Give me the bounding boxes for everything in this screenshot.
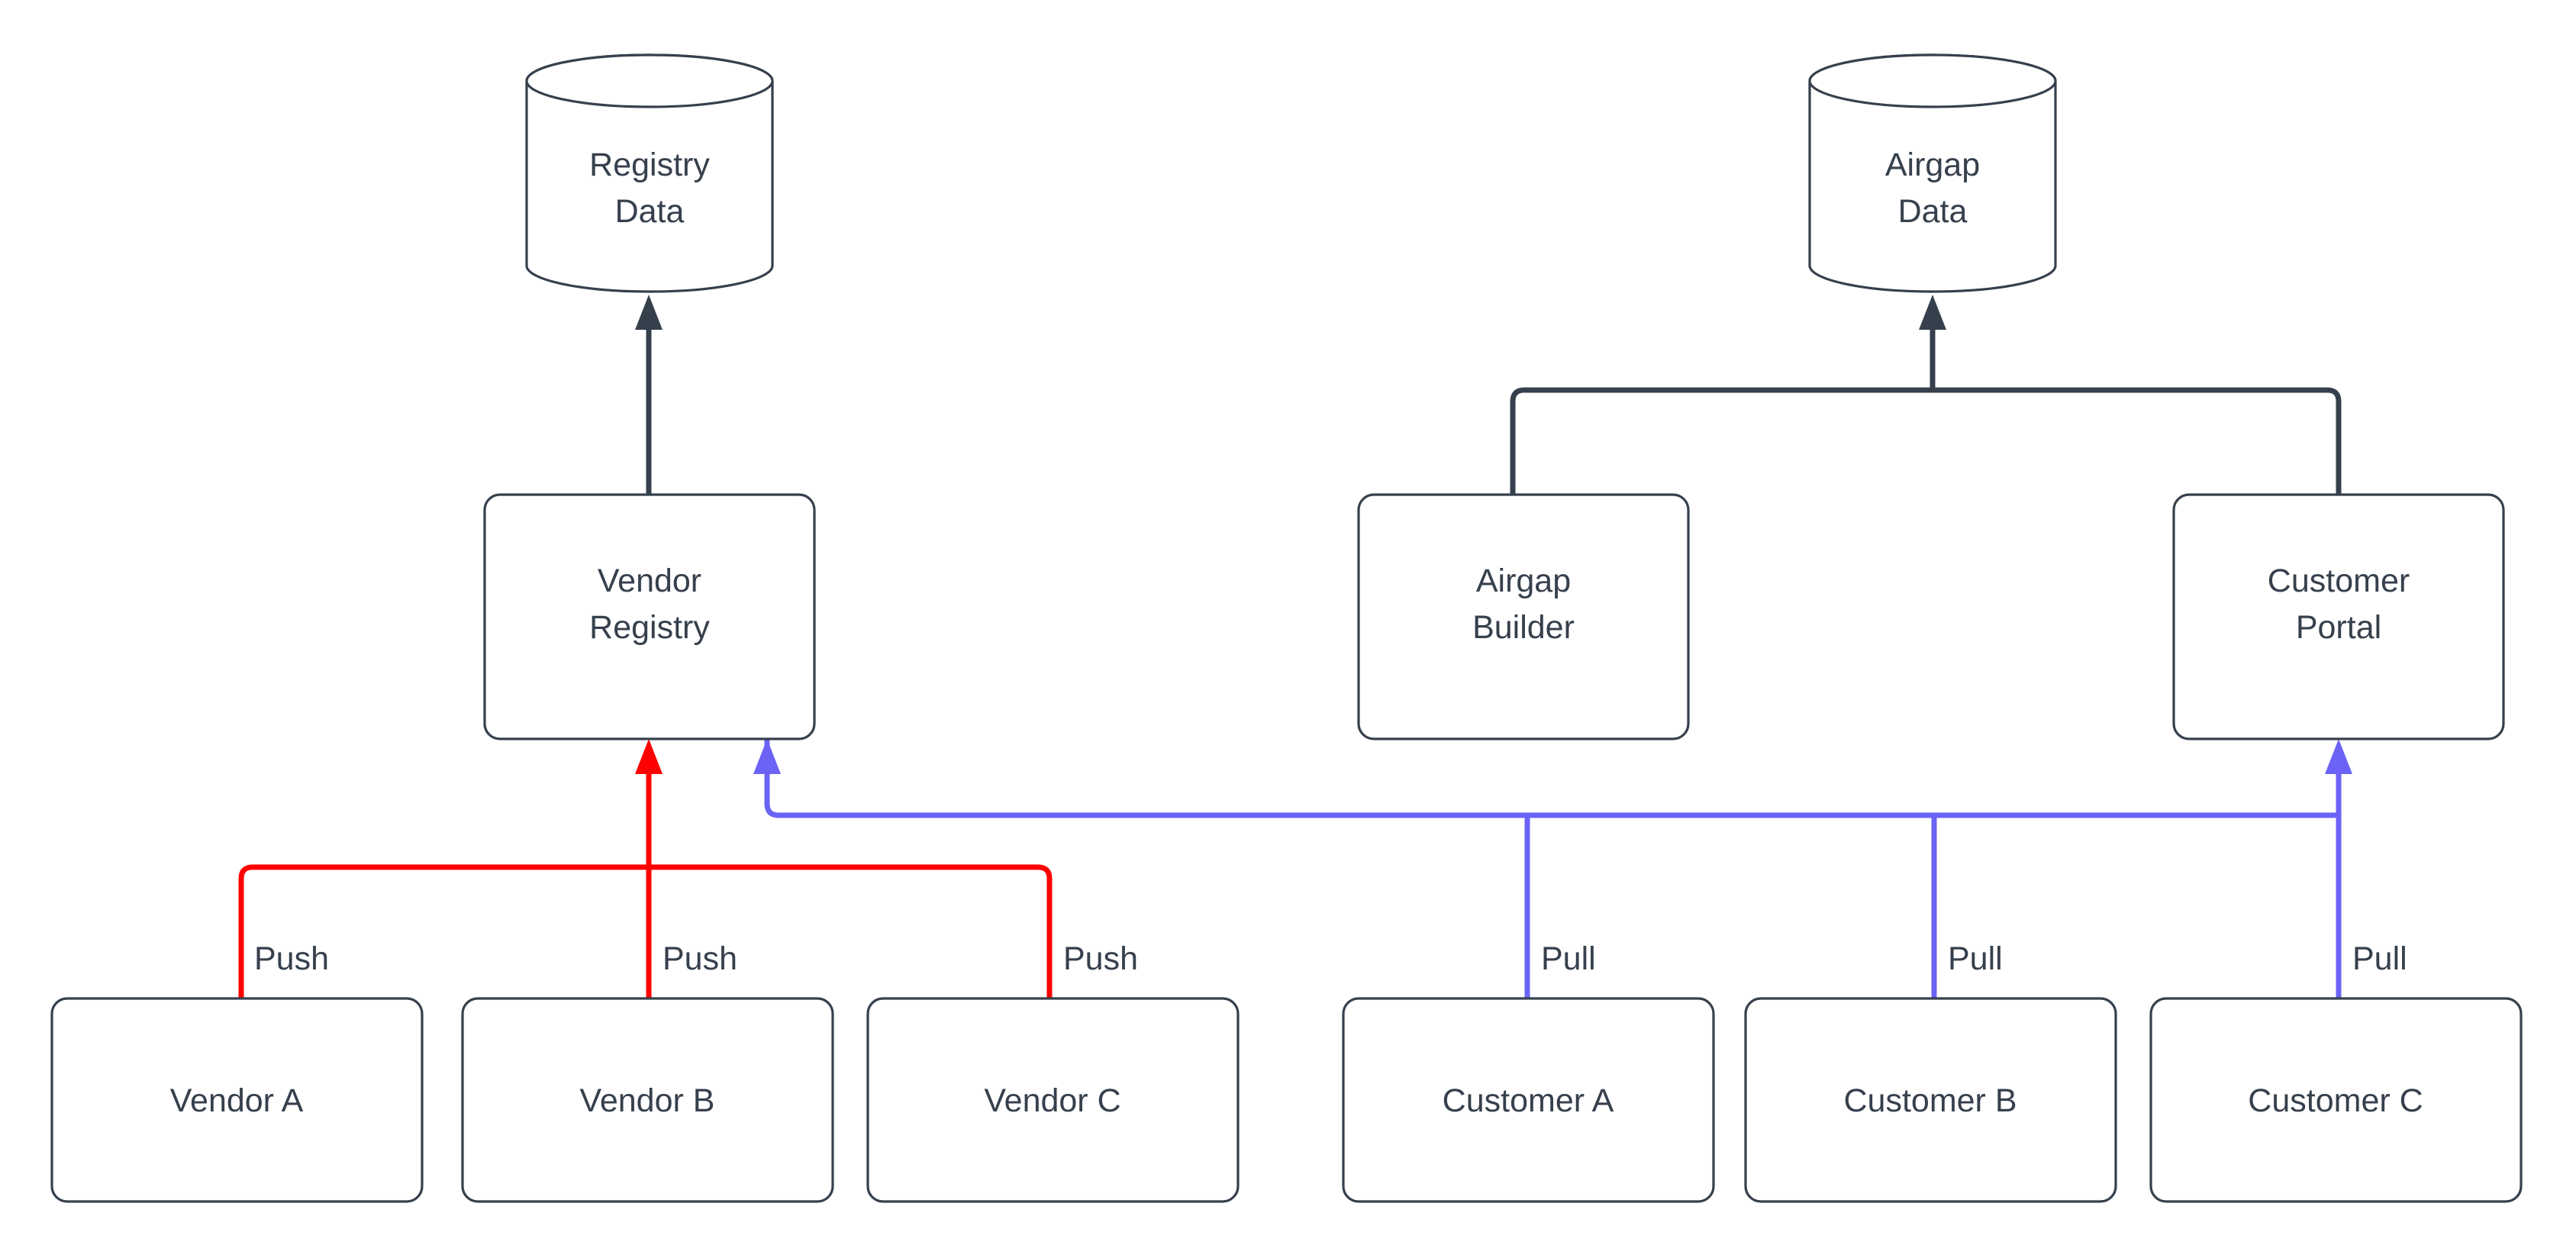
- node-airgap-builder[interactable]: Airgap Builder: [1357, 493, 1690, 740]
- edge-group-pull-portal: [2325, 739, 2352, 998]
- vendor-registry-label-line1: Vendor: [598, 563, 701, 599]
- registry-data-label-line1: Registry: [589, 147, 710, 183]
- customer-b-label: Customer B: [1843, 1082, 2017, 1119]
- edge-airgap-data-riser: [1919, 295, 1946, 390]
- node-customer-b[interactable]: Customer B: [1744, 997, 2117, 1203]
- node-vendor-registry[interactable]: Vendor Registry: [483, 493, 816, 740]
- vendor-c-label: Vendor C: [984, 1082, 1120, 1119]
- airgap-data-label-line2: Data: [1898, 193, 1968, 230]
- edge-airgap-builder-to-airgap-data: [1510, 387, 1933, 495]
- edge-group-push: [238, 739, 1053, 998]
- edge-label-customer-a-pull: Pull: [1541, 940, 1596, 977]
- node-registry-data[interactable]: Registry Data: [525, 53, 774, 293]
- node-customer-a[interactable]: Customer A: [1342, 997, 1715, 1203]
- vendor-b-label: Vendor B: [580, 1082, 715, 1119]
- airgap-data-label-line1: Airgap: [1885, 147, 1980, 183]
- edge-label-vendor-b-push: Push: [663, 940, 737, 977]
- edge-customer-portal-to-airgap-data: [1933, 387, 2342, 495]
- customer-a-label: Customer A: [1443, 1082, 1614, 1119]
- customer-portal-label-line1: Customer: [2268, 563, 2410, 599]
- edge-vendor-registry-to-registry-data: [635, 295, 663, 495]
- customer-portal-label-line2: Portal: [2296, 609, 2381, 646]
- node-airgap-data[interactable]: Airgap Data: [1808, 53, 2057, 293]
- node-customer-portal[interactable]: Customer Portal: [2172, 493, 2505, 740]
- registry-data-label-line2: Data: [615, 193, 685, 230]
- node-vendor-a[interactable]: Vendor A: [50, 997, 424, 1203]
- edge-label-vendor-c-push: Push: [1063, 940, 1138, 977]
- edge-label-customer-b-pull: Pull: [1948, 940, 2003, 977]
- node-vendor-b[interactable]: Vendor B: [461, 997, 834, 1203]
- airgap-builder-label-line2: Builder: [1472, 609, 1575, 646]
- node-vendor-c[interactable]: Vendor C: [866, 997, 1240, 1203]
- customer-c-label: Customer C: [2248, 1082, 2423, 1119]
- vendor-registry-label-line2: Registry: [589, 609, 710, 646]
- edge-label-customer-c-pull: Pull: [2352, 940, 2407, 977]
- edge-label-vendor-a-push: Push: [254, 940, 329, 977]
- airgap-builder-label-line1: Airgap: [1476, 563, 1571, 599]
- vendor-a-label: Vendor A: [170, 1082, 304, 1119]
- edge-group-pull-registry: [753, 739, 2339, 998]
- node-customer-c[interactable]: Customer C: [2149, 997, 2523, 1203]
